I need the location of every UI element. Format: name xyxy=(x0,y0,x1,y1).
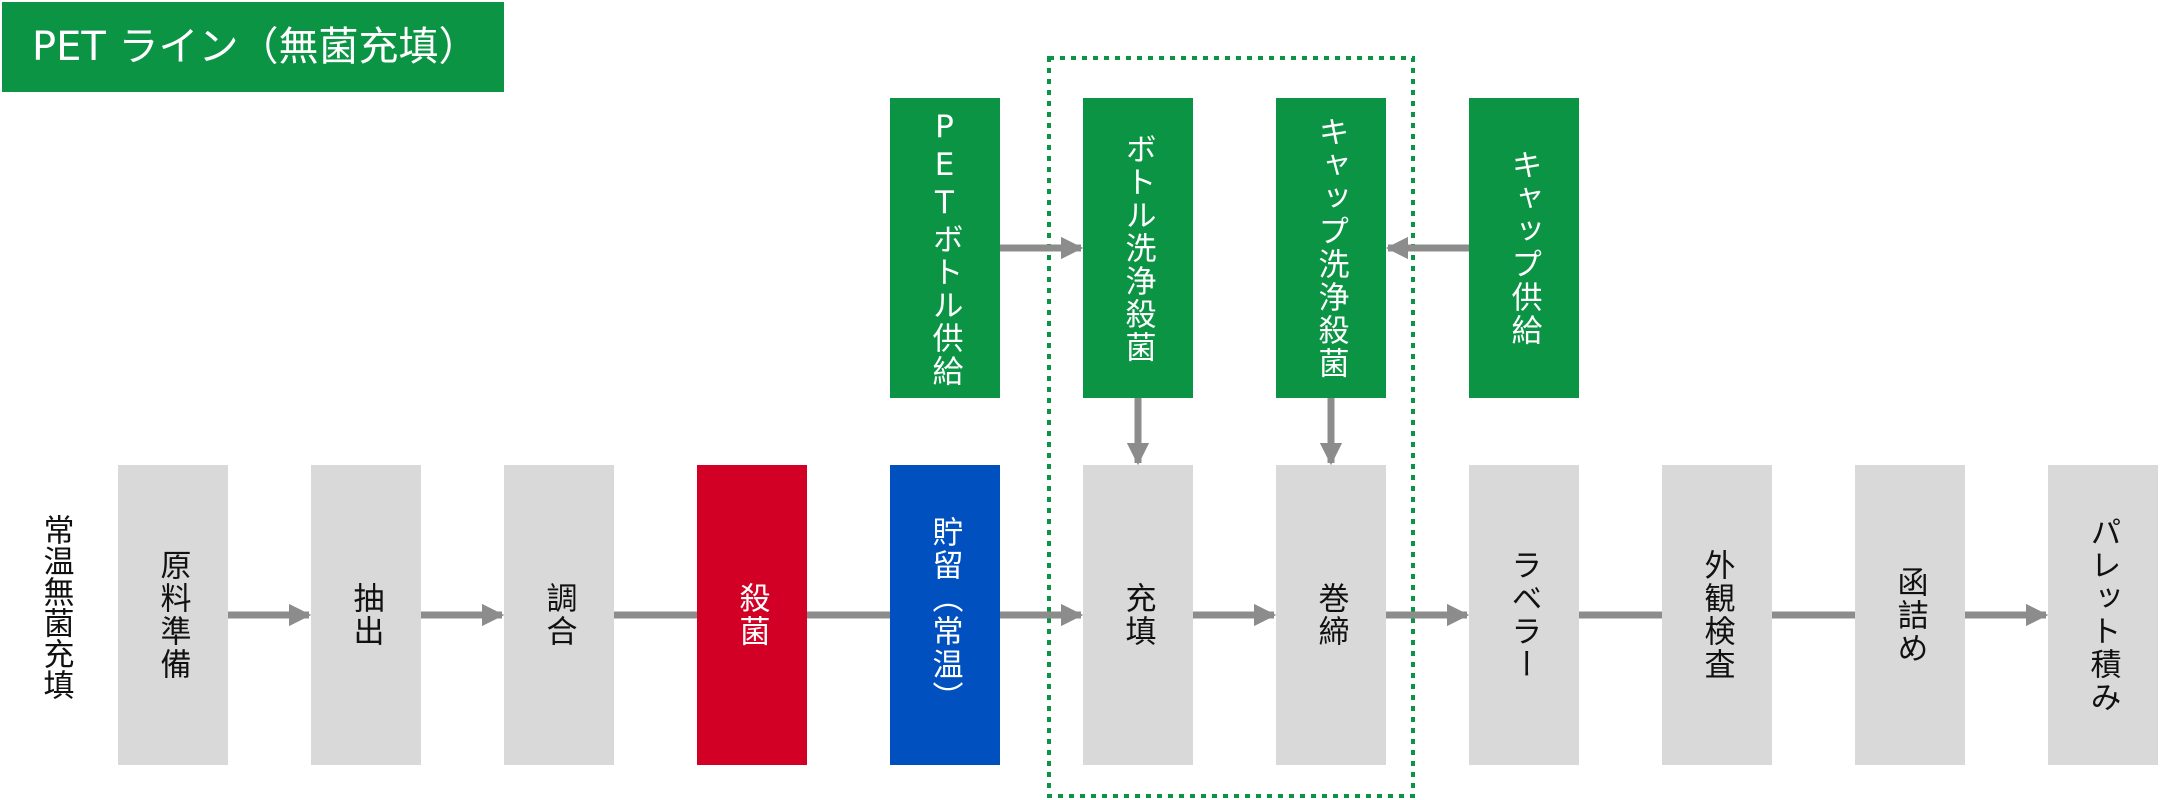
process-box-label: 原料準備 xyxy=(154,549,191,681)
supply-box-label: キャップ洗浄殺菌 xyxy=(1312,116,1349,380)
process-box-blending: 調合 xyxy=(504,465,614,765)
process-box-palletizing: パレット積み xyxy=(2048,465,2158,765)
process-box-sterilization: 殺菌 xyxy=(697,465,807,765)
process-box-label: 函詰め xyxy=(1891,565,1928,665)
process-box-raw-material: 原料準備 xyxy=(118,465,228,765)
side-label-text: 常温無菌充填 xyxy=(37,514,74,700)
diagram-title: PET ライン（無菌充填） xyxy=(2,2,504,92)
process-box-labeler: ラベラー xyxy=(1469,465,1579,765)
process-box-storage: 貯留（常温） xyxy=(890,465,1000,765)
process-box-label: ラベラー xyxy=(1505,549,1542,681)
supply-box-bottle-sterilize: ボトル洗浄殺菌 xyxy=(1083,98,1193,398)
process-box-label: 貯留（常温） xyxy=(926,516,963,714)
process-box-filling: 充填 xyxy=(1083,465,1193,765)
process-box-boxing: 函詰め xyxy=(1855,465,1965,765)
sterile-zone-frame xyxy=(1047,56,1415,798)
process-box-label: 調合 xyxy=(540,582,577,648)
supply-box-label: PETボトル供給 xyxy=(926,108,963,388)
supply-box-cap-sterilize: キャップ洗浄殺菌 xyxy=(1276,98,1386,398)
process-box-label: 巻締 xyxy=(1312,582,1349,648)
supply-box-pet-bottle: PETボトル供給 xyxy=(890,98,1000,398)
process-box-label: 外観検査 xyxy=(1698,549,1735,681)
process-box-label: 充填 xyxy=(1119,582,1156,648)
process-box-extraction: 抽出 xyxy=(311,465,421,765)
process-box-label: パレット積み xyxy=(2084,516,2121,714)
supply-box-label: キャップ供給 xyxy=(1505,149,1542,347)
side-label: 常温無菌充填 xyxy=(36,514,76,724)
process-box-label: 抽出 xyxy=(347,582,384,648)
supply-box-cap-supply: キャップ供給 xyxy=(1469,98,1579,398)
process-box-capping: 巻締 xyxy=(1276,465,1386,765)
process-box-inspection: 外観検査 xyxy=(1662,465,1772,765)
process-box-label: 殺菌 xyxy=(733,582,770,648)
supply-box-label: ボトル洗浄殺菌 xyxy=(1119,132,1156,364)
